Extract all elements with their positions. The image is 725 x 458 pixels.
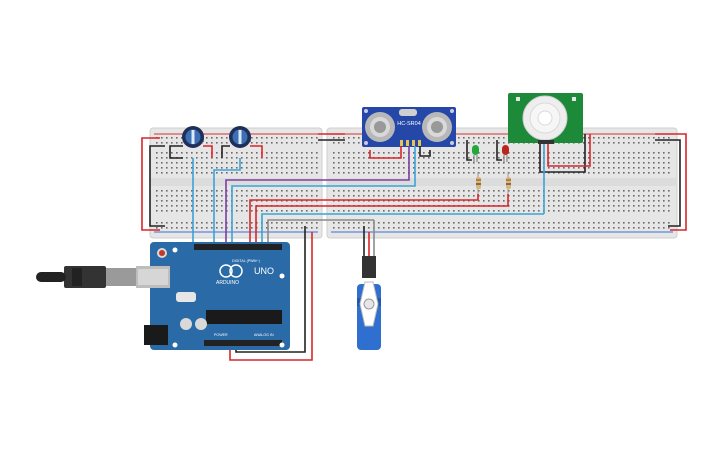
servo-motor[interactable] bbox=[357, 256, 381, 350]
signal-wires bbox=[192, 146, 544, 361]
ultrasonic-label: HC-SR04 bbox=[397, 121, 421, 127]
arduino-usb-port bbox=[136, 266, 170, 288]
led-green[interactable] bbox=[472, 145, 479, 162]
potentiometer-wires bbox=[169, 145, 263, 159]
servo-wires bbox=[363, 220, 375, 256]
arduino-model-label: UNO bbox=[254, 266, 274, 276]
arduino-brand-label: ARDUINO bbox=[216, 280, 239, 286]
potentiometer-2[interactable] bbox=[229, 126, 251, 148]
pir-sensor[interactable] bbox=[508, 93, 583, 144]
usb-cable-icon[interactable] bbox=[36, 266, 136, 288]
led-wires bbox=[466, 140, 502, 161]
arduino-uno[interactable]: UNO ARDUINO DIGITAL (PWM~) POWER ANALOG … bbox=[150, 242, 290, 350]
potentiometer-1[interactable] bbox=[182, 126, 204, 148]
arduino-power-label: POWER bbox=[214, 333, 228, 337]
ultrasonic-wires bbox=[369, 146, 431, 159]
resistor-1[interactable] bbox=[476, 172, 481, 194]
rail-wires bbox=[141, 133, 687, 231]
resistor-2[interactable] bbox=[506, 172, 511, 194]
led-red[interactable] bbox=[502, 145, 509, 162]
ultrasonic-sensor[interactable]: HC-SR04 bbox=[362, 107, 456, 147]
arduino-dc-jack bbox=[144, 325, 168, 345]
arduino-digital-label: DIGITAL (PWM~) bbox=[232, 259, 260, 263]
pir-wires bbox=[539, 134, 591, 214]
arduino-analog-label: ANALOG IN bbox=[254, 333, 274, 337]
